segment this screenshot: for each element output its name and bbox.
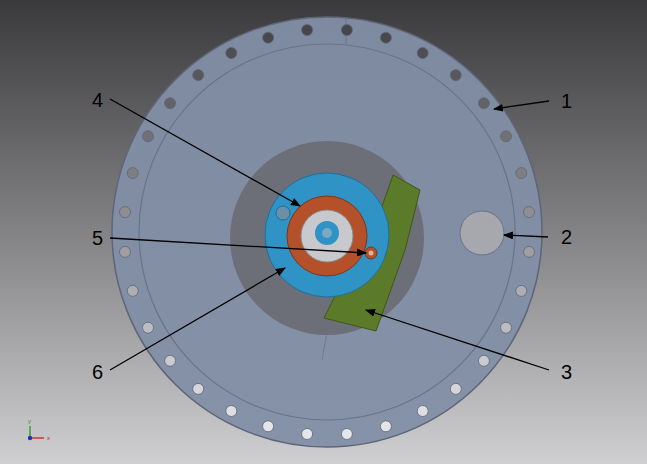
callout-number: 5 (92, 227, 103, 249)
bolt-hole (516, 285, 527, 296)
callout-number: 2 (561, 226, 572, 248)
bolt-hole (226, 406, 237, 417)
bolt-hole (263, 421, 274, 432)
bolt-hole (193, 383, 204, 394)
bolt-hole (524, 246, 535, 257)
callout-number: 4 (92, 89, 103, 111)
bolt-hole (226, 48, 237, 59)
bolt-hole (263, 32, 274, 43)
bolt-hole (302, 429, 313, 440)
bolt-hole (341, 25, 352, 36)
bolt-hole (524, 207, 535, 218)
bolt-hole (450, 70, 461, 81)
bolt-hole (127, 285, 138, 296)
bolt-hole (501, 322, 512, 333)
bolt-hole (143, 322, 154, 333)
bolt-hole (478, 355, 489, 366)
callout-number: 1 (561, 90, 572, 112)
bolt-hole (127, 168, 138, 179)
bolt-hole (380, 32, 391, 43)
axis-label: y (28, 418, 31, 424)
axis-label: x (47, 435, 50, 441)
bolt-hole (120, 207, 131, 218)
bolt-hole (193, 70, 204, 81)
bolt-hole (450, 383, 461, 394)
bolt-hole (165, 98, 176, 109)
bolt-hole (341, 429, 352, 440)
callout-number: 6 (92, 361, 103, 383)
bolt-hole (417, 48, 428, 59)
bolt-hole (516, 168, 527, 179)
bolt-hole (302, 25, 313, 36)
callout-number: 3 (561, 361, 572, 383)
bolt-hole (143, 131, 154, 142)
bolt-hole (478, 98, 489, 109)
bolt-hole (165, 355, 176, 366)
bolt-hole (120, 246, 131, 257)
bolt-hole (380, 421, 391, 432)
bolt-hole (417, 406, 428, 417)
bolt-hole (501, 131, 512, 142)
